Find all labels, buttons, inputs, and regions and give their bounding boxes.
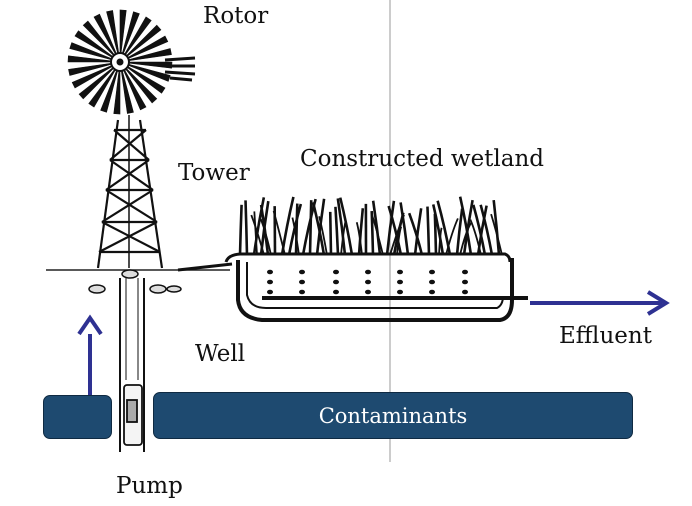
gravel-dots [267,269,468,295]
pump-drawing [123,384,143,446]
inlet-pipe [177,262,233,272]
tail-vane [164,56,196,82]
pump-label: Pump [116,473,183,499]
upflow-arrow [77,314,103,396]
effluent-label: Effluent [559,323,652,349]
effluent-arrow [530,290,670,316]
well-casing [119,278,145,452]
contaminants-label: Contaminants [318,403,468,428]
rotor-drawing [67,9,173,115]
wetland-vegetation [238,196,503,256]
contaminant-bar: Contaminants [153,392,633,439]
wetland-basin [224,252,514,322]
constructed-wetland-label: Constructed wetland [300,146,545,172]
well-label: Well [195,341,246,367]
tower-drawing [96,115,164,269]
tower-feet [88,269,182,294]
rotor-label: Rotor [203,3,269,29]
contaminant-bar-left [43,395,112,439]
tower-label: Tower [178,160,250,186]
